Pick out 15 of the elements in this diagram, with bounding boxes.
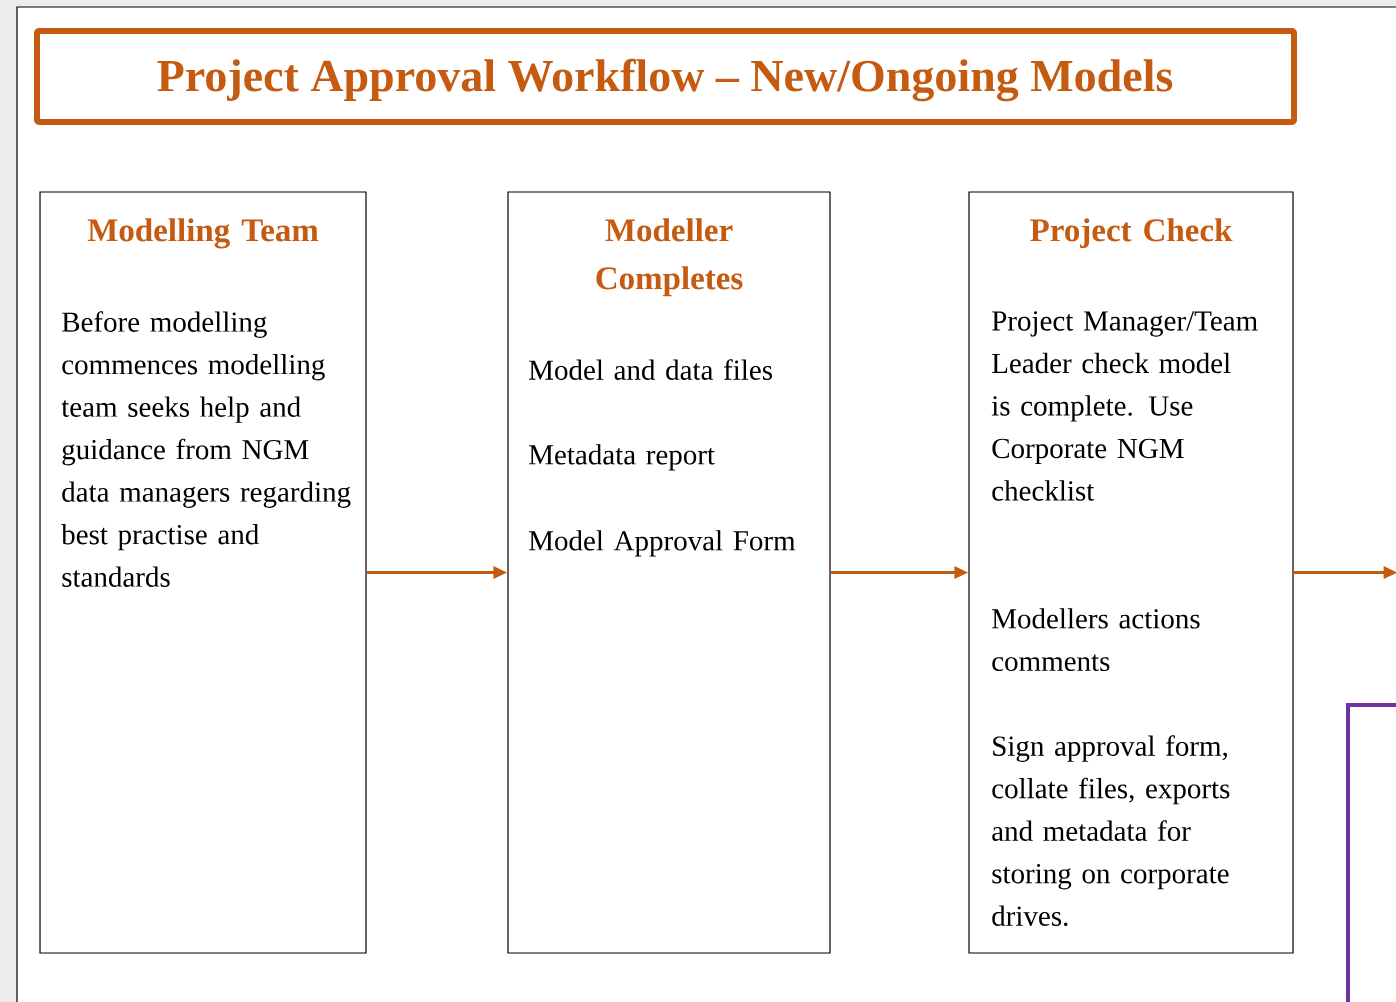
body-text: Model and data files: [529, 359, 772, 380]
body-text: Project Manager/Team Leader check model is complete. Use Corporate NGM checklist: [991, 311, 1258, 501]
body-text: Metadata report: [529, 444, 715, 471]
body-text: Model Approval Form: [529, 530, 796, 557]
process-box: [507, 191, 831, 954]
box-heading: Modeller Completes: [596, 218, 743, 297]
box-heading: Project Check: [1030, 218, 1233, 249]
body-text: Before modelling commences modelling team seeks help and guidance from NGM data managers regarding best practise and standards: [61, 311, 351, 587]
process-box: [39, 191, 367, 954]
arrow: [1293, 566, 1396, 579]
title-banner: Project Approval Workflow – New/Ongoing Models: [34, 28, 1297, 125]
body-text: Sign approval form, collate files, exports and metadata for storing on corporate drives.: [992, 735, 1230, 927]
box-heading: Modelling Team: [87, 218, 319, 249]
body-text: Modellers actions comments: [992, 608, 1200, 672]
process-box: [968, 191, 1294, 954]
